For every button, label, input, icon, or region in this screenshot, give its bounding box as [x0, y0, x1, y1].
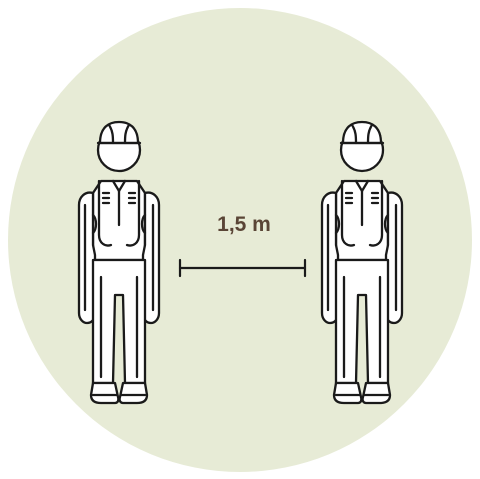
distance-label: 1,5 m — [196, 208, 292, 242]
